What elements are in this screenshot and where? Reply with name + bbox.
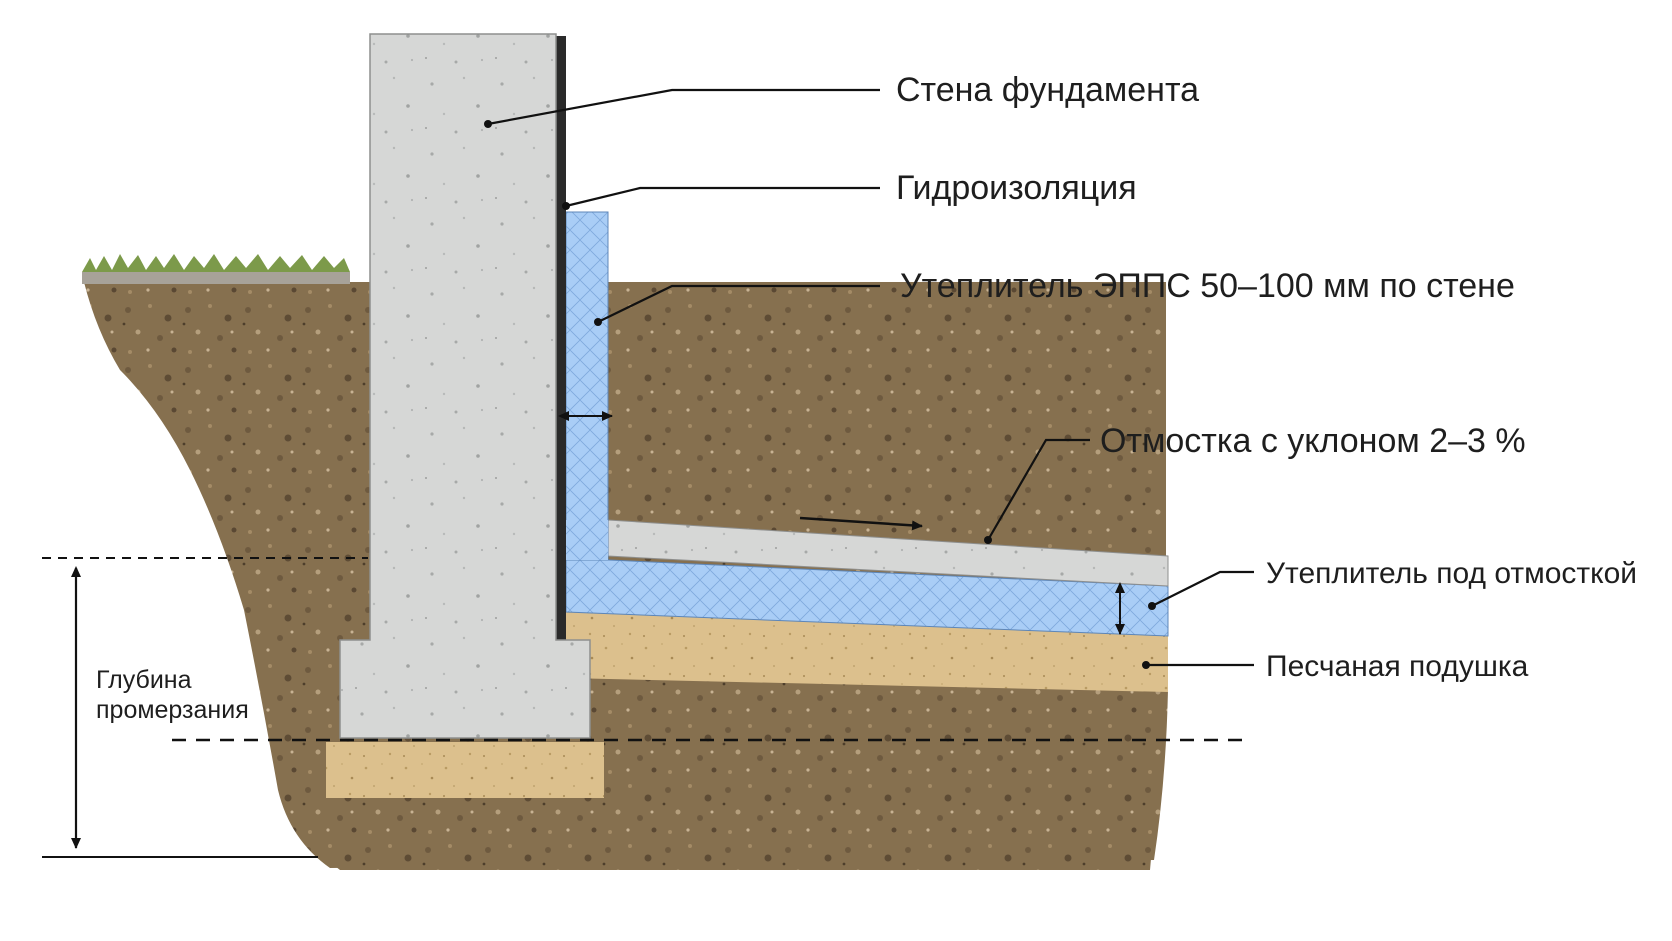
leader-blind-area	[984, 438, 1090, 544]
waterproofing-layer	[556, 36, 566, 640]
leader-sand-cushion	[1142, 661, 1254, 669]
label-wall-insulation: Утеплитель ЭППС 50–100 мм по стене	[900, 267, 1515, 305]
leader-wall-insulation	[594, 284, 880, 326]
label-waterproofing: Гидроизоляция	[896, 169, 1137, 207]
label-blind-area: Отмостка с уклоном 2–3 %	[1100, 422, 1526, 460]
footing-sand-bed	[326, 742, 604, 798]
insulation-corner	[566, 520, 608, 560]
wall-insulation	[565, 211, 609, 561]
label-blind-area-insulation: Утеплитель под отмосткой	[1266, 557, 1637, 590]
arrow-right-icon	[799, 516, 923, 531]
label-sand-cushion: Песчаная подушка	[1266, 650, 1529, 683]
leader-waterproofing	[562, 186, 880, 210]
grass	[82, 254, 350, 272]
leader-wall	[484, 88, 880, 128]
label-freeze-depth-line2: промерзания	[96, 696, 249, 724]
label-freeze-depth-line1: Глубина	[96, 666, 192, 694]
foundation-wall	[339, 33, 591, 739]
topsoil-strip	[82, 272, 350, 284]
label-wall: Стена фундамента	[896, 71, 1199, 109]
leader-blind-area-insulation	[1148, 570, 1254, 610]
sand-cushion	[566, 612, 1168, 692]
